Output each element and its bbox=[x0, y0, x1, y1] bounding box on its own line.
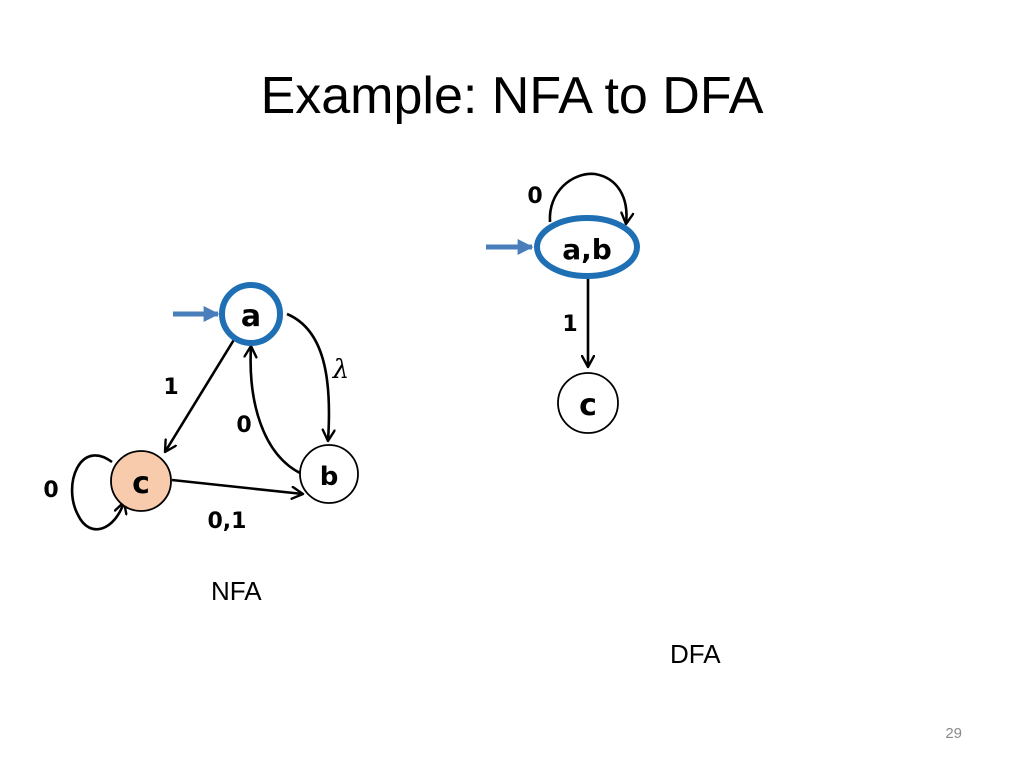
slide-title: Example: NFA to DFA bbox=[260, 67, 764, 125]
page-number: 29 bbox=[945, 725, 962, 742]
nfa-edge-a-to-c-label: 1 bbox=[163, 375, 178, 400]
nfa-state-c: c bbox=[110, 450, 172, 512]
nfa-edge-a-to-c bbox=[165, 337, 237, 452]
nfa-edge-b-to-a-label: 0 bbox=[236, 413, 251, 438]
nfa-edge-a-to-b-label: λ bbox=[332, 355, 349, 385]
nfa-state-c-label: c bbox=[132, 466, 150, 501]
nfa-edge-c-loop-label: 0 bbox=[43, 478, 58, 503]
dfa-caption: DFA bbox=[670, 639, 721, 669]
dfa-edge-ab-loop-label: 0 bbox=[527, 184, 542, 209]
nfa-edge-b-to-a bbox=[251, 346, 303, 476]
dfa-edge-ab-loop bbox=[548, 172, 627, 224]
nfa-caption: NFA bbox=[211, 576, 262, 606]
dfa-diagram: a,b c 0 1 bbox=[486, 172, 640, 434]
nfa-state-a: a bbox=[219, 282, 283, 346]
nfa-diagram: a b c 1 λ 0 0,1 0 bbox=[43, 282, 359, 534]
nfa-edge-a-to-b bbox=[286, 312, 329, 441]
nfa-edge-c-to-b-label: 0,1 bbox=[208, 509, 247, 534]
dfa-state-c: c bbox=[557, 372, 619, 434]
nfa-state-b-label: b bbox=[320, 462, 339, 492]
nfa-state-a-label: a bbox=[241, 299, 261, 334]
nfa-state-b: b bbox=[299, 444, 359, 504]
nfa-edge-c-loop bbox=[70, 454, 124, 531]
dfa-edge-ab-to-c-label: 1 bbox=[562, 312, 577, 337]
dfa-state-ab: a,b bbox=[534, 215, 640, 279]
dfa-state-c-label: c bbox=[579, 388, 597, 423]
dfa-state-ab-label: a,b bbox=[562, 233, 612, 266]
nfa-edge-c-to-b bbox=[171, 478, 303, 494]
